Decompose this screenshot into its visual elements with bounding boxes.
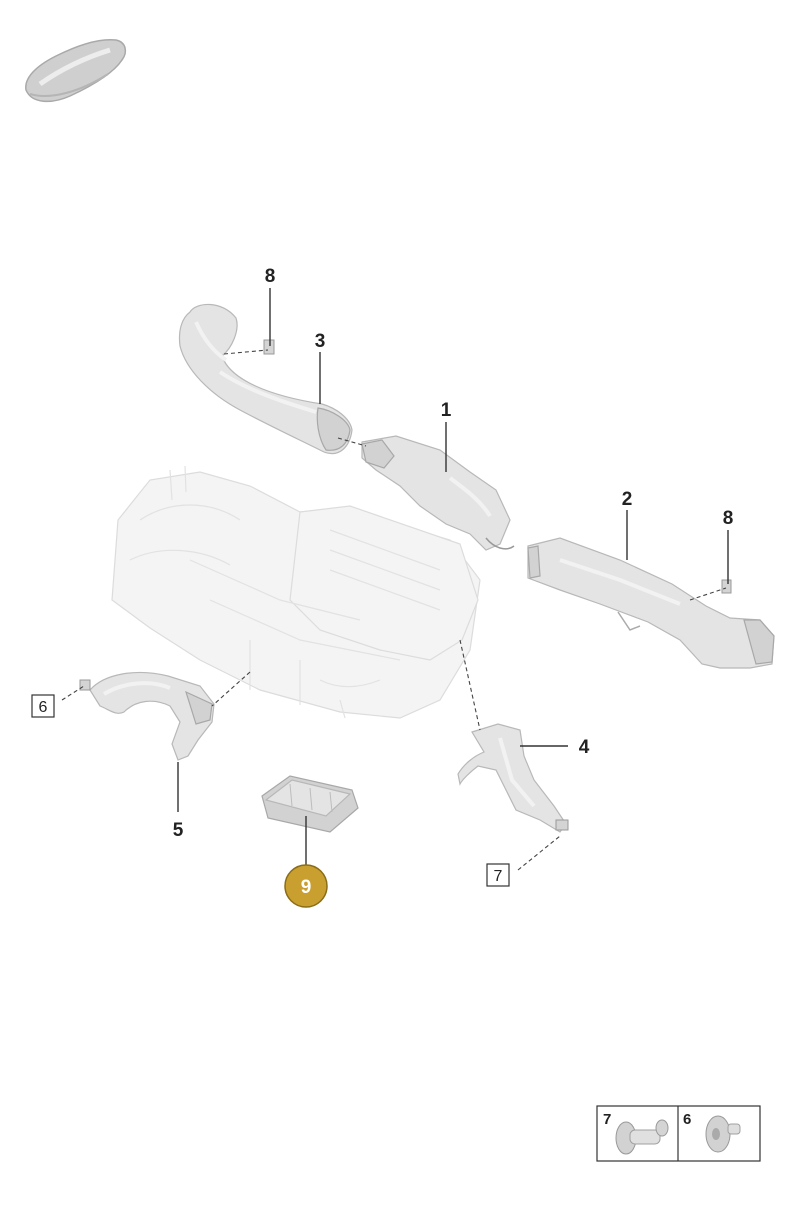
rivet-7-icon (615, 1119, 669, 1155)
clip-6-left[interactable] (79, 679, 91, 691)
legend-label-7: 7 (603, 1111, 611, 1128)
part-4-air-duct[interactable] (457, 723, 567, 833)
callout-3: 3 (315, 331, 326, 352)
svg-text:9: 9 (301, 877, 312, 898)
part-2-air-duct[interactable] (527, 537, 775, 669)
svg-text:7: 7 (494, 868, 503, 885)
clip-8-right[interactable] (721, 579, 732, 594)
assembly-lines (61, 349, 727, 871)
callout-8-top: 8 (265, 266, 276, 287)
callout-5: 5 (173, 820, 184, 841)
callout-8-right: 8 (723, 508, 734, 529)
callout-2: 2 (622, 489, 633, 510)
boxed-ref-6: 6 (31, 694, 55, 718)
callout-4: 4 (579, 737, 590, 758)
part-5-air-duct[interactable] (89, 671, 215, 761)
car-thumbnail-icon[interactable] (25, 38, 127, 103)
clip-8-top[interactable] (263, 339, 275, 355)
hvac-unit-ghost (111, 465, 481, 719)
callout-1: 1 (441, 400, 452, 421)
part-9-control-unit[interactable] (261, 775, 359, 833)
leader-lines (177, 288, 729, 866)
fastener-legend: 7 6 (596, 1105, 761, 1162)
callout-9-highlighted[interactable]: 9 (284, 864, 328, 908)
boxed-ref-7: 7 (486, 863, 510, 887)
legend-label-6: 6 (683, 1111, 691, 1128)
part-3-air-duct[interactable] (178, 303, 353, 455)
svg-text:6: 6 (39, 699, 48, 716)
clip-6-icon (705, 1115, 741, 1153)
clip-7-lower[interactable] (555, 819, 569, 831)
part-1-air-duct[interactable] (361, 435, 515, 551)
